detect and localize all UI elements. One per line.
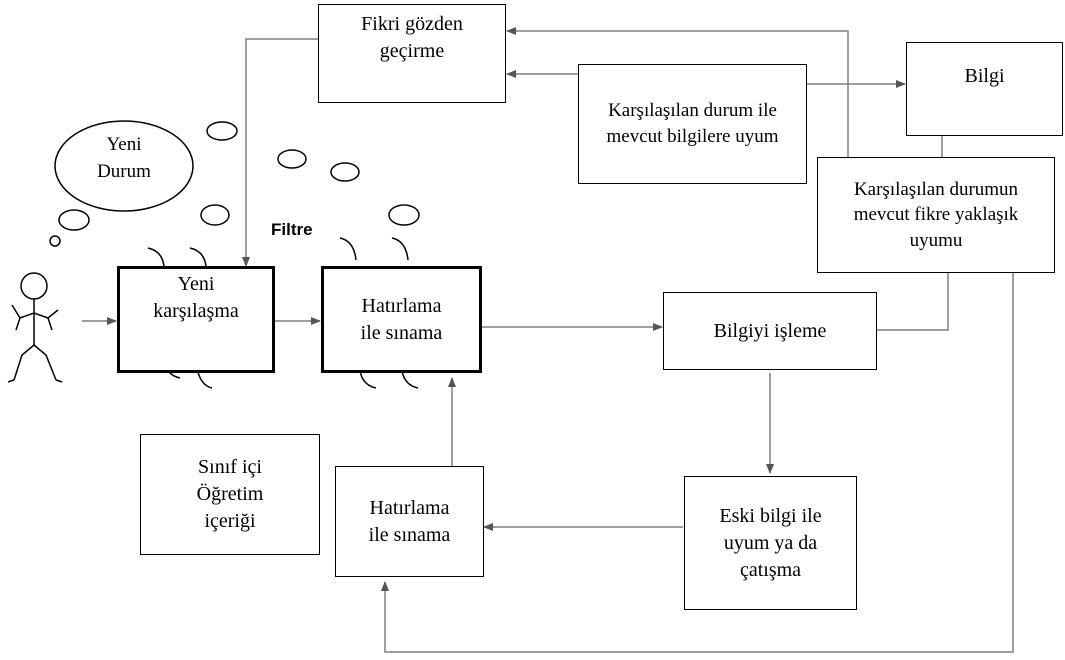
- yeni-durum-text: Yeni Durum: [66, 132, 182, 185]
- bilgiyi-isleme-label: Bilgiyi işleme: [713, 319, 827, 342]
- karsilasilan-durum-label: Karşılaşılan durum ile mevcut bilgilere …: [606, 100, 779, 147]
- bilgi-box: Bilgi: [906, 42, 1063, 136]
- yeni-durum-label: Yeni Durum: [97, 134, 151, 182]
- eski-bilgi-label: Eski bilgi ile uyum ya da çatışma: [719, 504, 822, 581]
- filtre-label: Filtre: [271, 220, 313, 239]
- yeni-karsilasma-box: Yeni karşılaşma: [117, 266, 275, 373]
- sinif-ici-label: Sınıf içi Öğretim içeriği: [196, 456, 264, 532]
- hatirlama-bottom-label: Hatırlama ile sınama: [368, 496, 451, 546]
- fikri-gozden-gecirme-label: Fikri gözden geçirme: [361, 13, 463, 62]
- arrow-yaklasik-to-fikri: [506, 27, 849, 157]
- sinif-ici-box: Sınıf içi Öğretim içeriği: [140, 434, 320, 555]
- arrow-yaklasik-loop: [381, 272, 1014, 653]
- hatirlama-top-label: Hatırlama ile sınama: [360, 294, 443, 344]
- yaklasik-uyum-label: Karşılaşılan durumun mevcut fikre yaklaş…: [853, 178, 1019, 251]
- eski-bilgi-box: Eski bilgi ile uyum ya da çatışma: [684, 476, 857, 610]
- floating-bubbles: [200, 121, 420, 226]
- thought-bubble-main: [54, 120, 194, 212]
- bilgiyi-isleme-box: Bilgiyi işleme: [663, 292, 877, 370]
- karsilasilan-durum-box: Karşılaşılan durum ile mevcut bilgilere …: [578, 64, 807, 184]
- thought-bubble-dot: [49, 235, 61, 247]
- yeni-karsilasma-label: Yeni karşılaşma: [153, 273, 239, 322]
- thought-bubble-small: [58, 209, 90, 231]
- bilgi-label: Bilgi: [964, 65, 1005, 87]
- hatirlama-bottom-box: Hatırlama ile sınama: [335, 466, 484, 577]
- yaklasik-uyum-box: Karşılaşılan durumun mevcut fikre yaklaş…: [817, 157, 1055, 273]
- person-icon: [7, 272, 63, 383]
- line-bilgiyi-to-yaklasik: [877, 272, 949, 331]
- arrow-fikri-to-yeni: [242, 38, 319, 267]
- fikri-gozden-gecirme-box: Fikri gözden geçirme: [318, 4, 506, 103]
- hatirlama-top-box: Hatırlama ile sınama: [321, 266, 482, 373]
